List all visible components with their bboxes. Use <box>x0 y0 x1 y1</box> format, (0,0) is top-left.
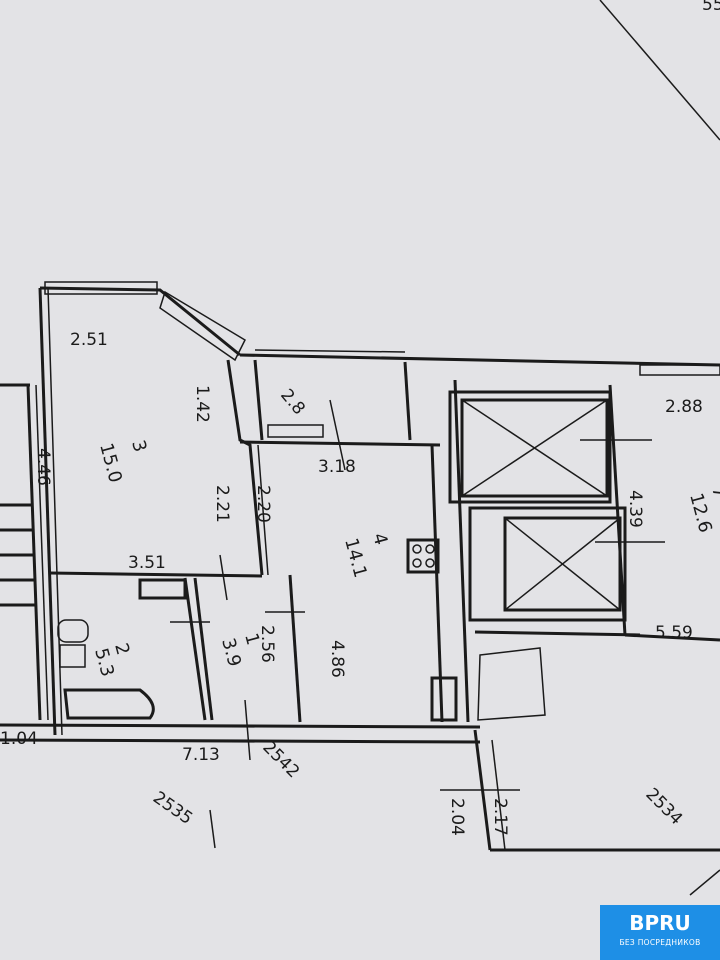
dim-left-edge: 1.04 <box>0 729 38 749</box>
room-4-number: 4 <box>368 531 391 547</box>
watermark-tagline: БЕЗ ПОСРЕДНИКОВ <box>619 938 701 947</box>
dim-balcony: 2.8 <box>276 385 309 419</box>
dim-room3-top: 2.51 <box>70 330 108 350</box>
room-7-number: 7 <box>707 484 720 500</box>
dim-room3-left: 4.46 <box>33 448 53 486</box>
door-number-2535: 2535 <box>149 788 196 829</box>
door-number-2542: 2542 <box>258 737 303 782</box>
dim-right-room-depth: 4.39 <box>625 490 645 528</box>
dim-room3-bottom: 3.51 <box>128 553 166 573</box>
washbasin-icon <box>59 644 86 668</box>
tick-marks <box>170 399 665 849</box>
dim-hall-depth: 2.56 <box>257 625 277 663</box>
room-1-number: 1 <box>240 631 263 647</box>
right-room-walls <box>608 364 720 642</box>
bathtub-icon <box>63 688 155 720</box>
kitchen-walls <box>288 379 470 723</box>
vent-shaft <box>138 578 187 600</box>
room-4-area: 14.1 <box>340 536 371 580</box>
door-number-2534: 2534 <box>641 784 686 829</box>
room-1-area: 3.9 <box>217 636 245 669</box>
dim-room3-bay: 1.42 <box>192 385 212 423</box>
dim-door-left: 2.04 <box>447 798 467 836</box>
stove-icon <box>406 538 440 574</box>
dim-kitchen-left: 2.20 <box>253 485 273 523</box>
sink-icon <box>430 676 458 722</box>
staircase <box>0 383 49 721</box>
elevator-shafts <box>448 390 720 852</box>
dim-right-room-bottom: 5.59 <box>655 623 693 643</box>
bpru-watermark: BPRU БЕЗ ПОСРЕДНИКОВ <box>600 905 720 960</box>
dim-door-right: 2.17 <box>490 798 510 836</box>
toilet-icon <box>57 619 89 643</box>
dim-right-room-top: 2.88 <box>665 397 703 417</box>
balcony <box>239 349 720 447</box>
watermark-brand: BPRU <box>629 911 691 935</box>
room-2-number: 2 <box>110 641 133 657</box>
dim-kitchen-depth: 4.86 <box>327 640 347 678</box>
room-3-number: 3 <box>127 438 150 454</box>
room-3-area: 15.0 <box>95 441 126 485</box>
dim-kitchen-top: 3.18 <box>318 457 356 477</box>
dim-room3-right: 2.21 <box>212 485 232 523</box>
corner-fragment: 55 <box>702 0 720 15</box>
dim-corridor: 7.13 <box>182 745 220 765</box>
hall-bath-walls <box>0 577 481 744</box>
